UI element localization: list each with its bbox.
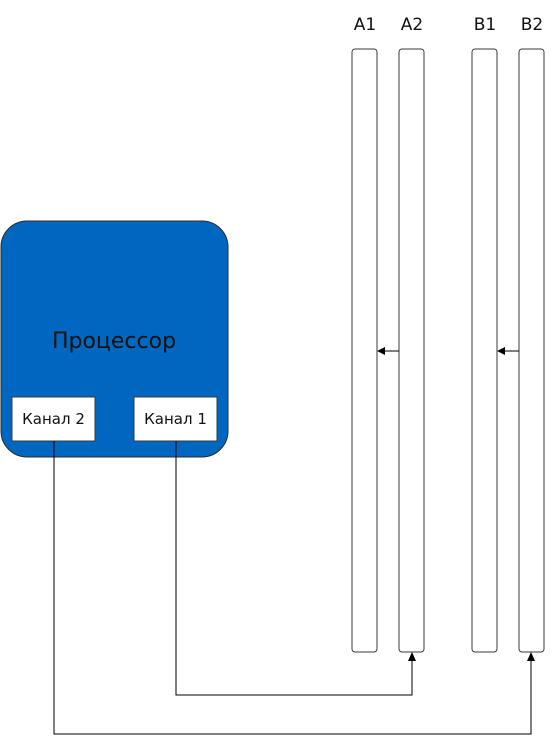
channel-1-to-a2-line [175,441,413,696]
slot-link-b2-to-b1 [497,347,519,355]
slot-b2: B2 [518,15,545,653]
slot-a2: A2 [398,15,425,653]
arrow-up-icon [527,652,535,661]
processor-title: Процессор [52,329,176,354]
memory-slots: A1 A2 B1 B2 [351,15,545,653]
slot-b1-bar [471,48,498,653]
channel-1-box [133,396,218,442]
slot-b1: B1 [471,15,498,653]
channel-1-label: Канал 1 [144,410,207,428]
arrow-left-icon [377,347,385,355]
processor-block: Процессор Канал 2 Канал 1 [0,220,229,458]
channel-1-port: Канал 1 [133,396,218,442]
channel-2-port: Канал 2 [11,396,96,442]
arrow-up-icon [408,652,416,661]
slot-a1-label: A1 [354,15,376,35]
channel-2-wire [53,441,535,735]
slot-a1: A1 [351,15,378,653]
slot-b2-bar [518,48,545,653]
channel-2-label: Канал 2 [22,410,85,428]
slot-b1-label: B1 [474,15,496,35]
channel-2-box [11,396,96,442]
arrow-left-icon [497,347,505,355]
slot-a2-label: A2 [401,15,423,35]
slot-b2-label: B2 [521,15,543,35]
slot-link-a2-to-a1 [377,347,399,355]
channel-1-wire [175,441,416,696]
slot-a2-bar [398,48,425,653]
channel-2-to-b2-line [53,441,532,735]
slot-a1-bar [351,48,378,653]
